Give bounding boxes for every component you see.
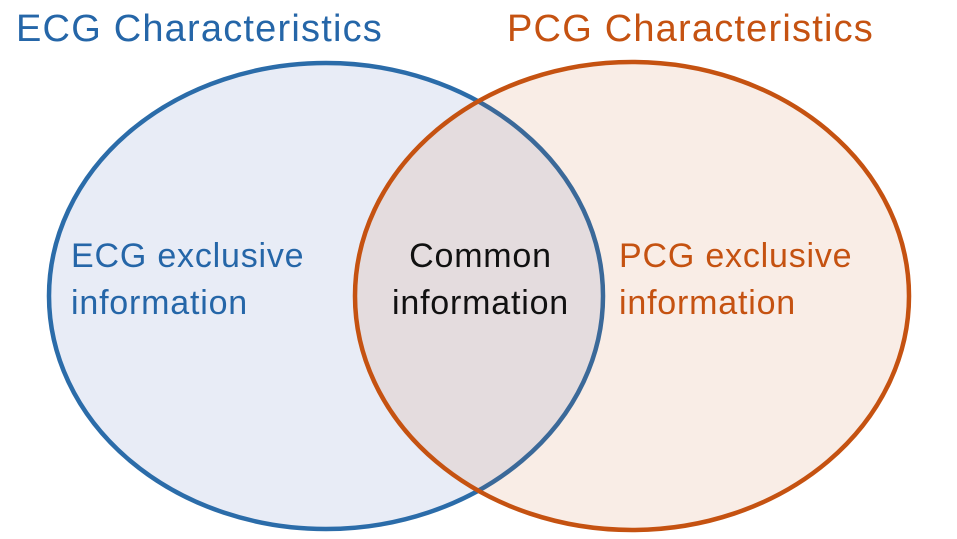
ecg-exclusive-label-line2: information: [71, 284, 248, 322]
pcg-exclusive-label-line1: PCG exclusive: [619, 237, 853, 275]
common-information-label-line1: Common: [409, 237, 552, 275]
ecg-title: ECG Characteristics: [16, 8, 383, 50]
ecg-exclusive-label: ECG exclusive information: [71, 233, 304, 327]
ecg-exclusive-label-line1: ECG exclusive: [71, 237, 305, 275]
common-information-label: Common information: [358, 233, 603, 327]
pcg-title: PCG Characteristics: [507, 8, 874, 50]
pcg-circle: [352, 59, 912, 533]
pcg-exclusive-label: PCG exclusive information: [619, 233, 852, 327]
pcg-exclusive-label-line2: information: [619, 284, 796, 322]
ecg-circle: [46, 60, 606, 532]
common-information-label-line2: information: [392, 284, 569, 322]
